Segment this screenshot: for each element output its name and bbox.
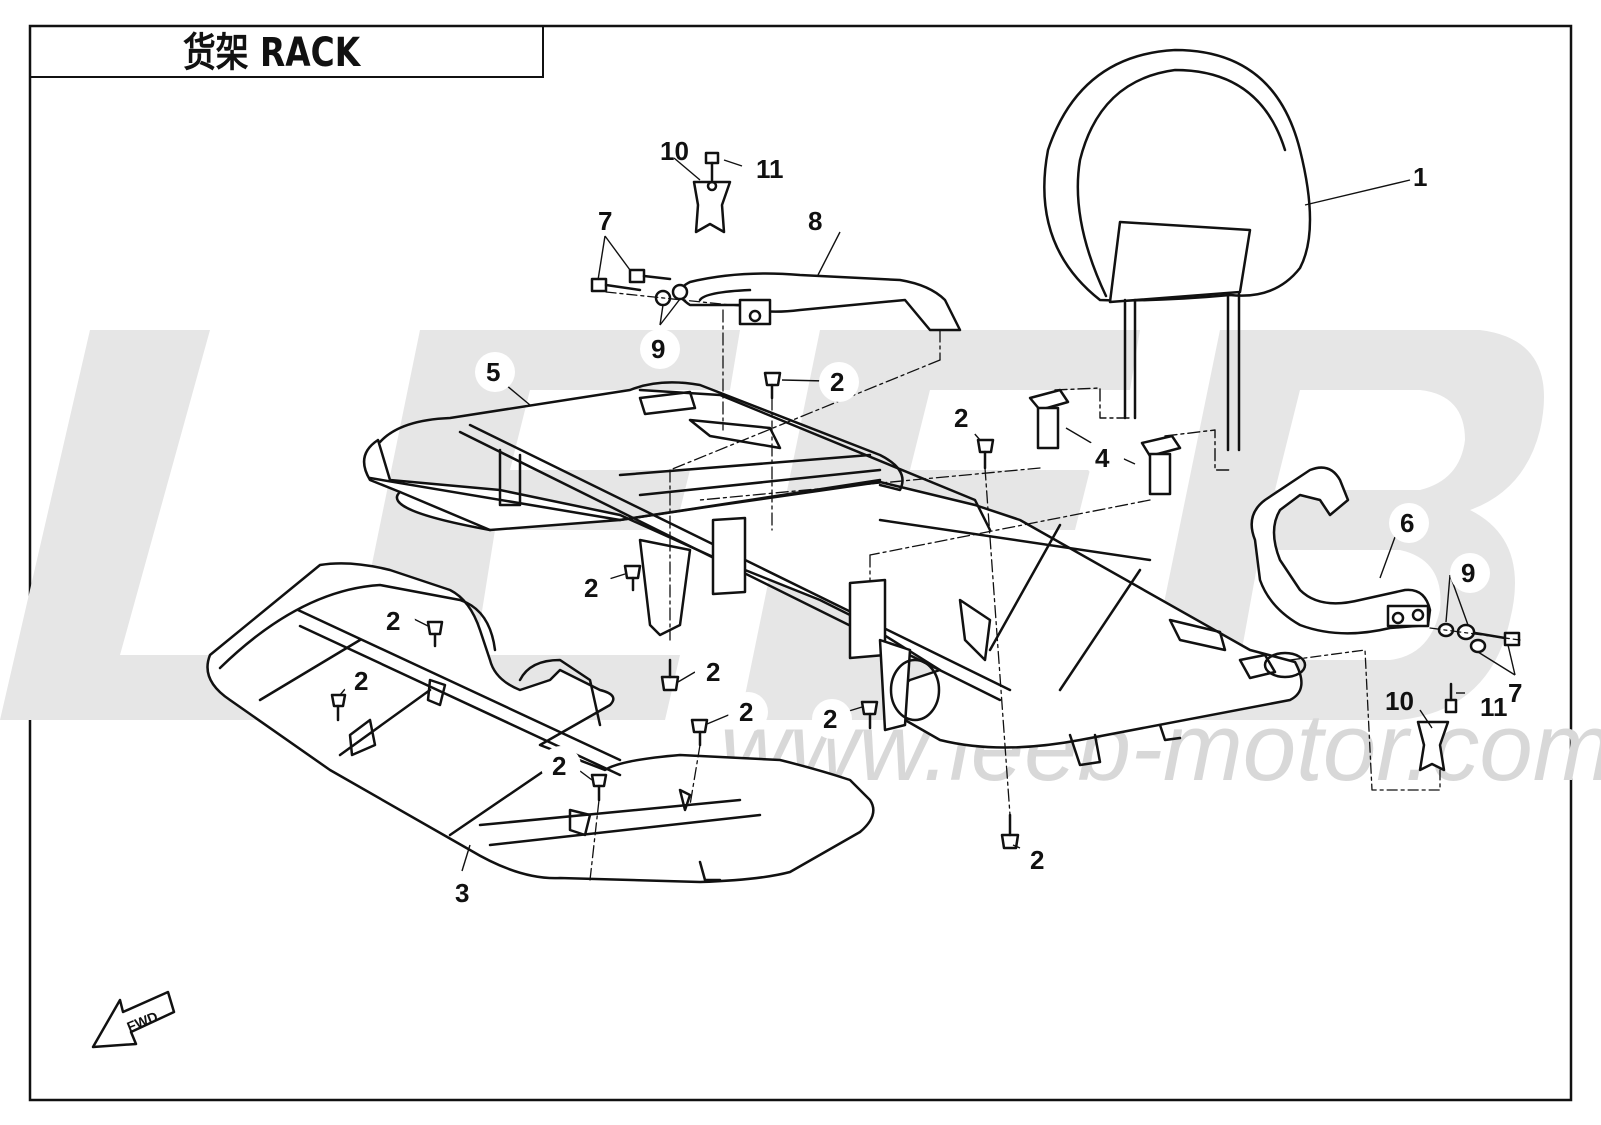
callout-2-c: 2 bbox=[584, 573, 598, 603]
callout-10-bottom: 10 bbox=[1385, 686, 1414, 716]
callout-2-j: 2 bbox=[1030, 845, 1044, 875]
callout-6: 6 bbox=[1400, 508, 1414, 538]
assembly-lines bbox=[589, 309, 1151, 881]
callout-4: 4 bbox=[1095, 443, 1110, 473]
callout-5: 5 bbox=[486, 357, 500, 387]
backrest-pad bbox=[1043, 48, 1312, 452]
callout-11-top: 11 bbox=[756, 154, 784, 184]
callout-labels: 1 2 2 2 2 2 2 2 2 2 2 3 4 5 6 7 7 8 9 9 … bbox=[354, 136, 1522, 908]
grommet-parts bbox=[1028, 387, 1233, 496]
callout-2-b: 2 bbox=[954, 403, 968, 433]
title-box bbox=[30, 26, 544, 78]
page-title: 货架 RACK bbox=[183, 20, 360, 78]
grab-handle-right bbox=[1250, 466, 1432, 635]
callout-3: 3 bbox=[455, 878, 469, 908]
parts-drawing bbox=[91, 48, 1521, 1049]
bolts-right bbox=[1429, 622, 1521, 654]
callout-8: 8 bbox=[808, 206, 822, 236]
callout-badges bbox=[343, 329, 1490, 880]
callout-9-right: 9 bbox=[1461, 558, 1475, 588]
callout-11-bottom: 11 bbox=[1480, 692, 1508, 722]
callout-10-top: 10 bbox=[660, 136, 689, 166]
title-english: RACK bbox=[260, 30, 361, 76]
callout-2-a: 2 bbox=[830, 367, 844, 397]
callout-2-g: 2 bbox=[739, 697, 753, 727]
main-rack bbox=[362, 381, 1307, 767]
callout-7-top: 7 bbox=[598, 206, 612, 236]
title-chinese: 货架 bbox=[183, 30, 249, 76]
callout-2-f: 2 bbox=[706, 657, 720, 687]
bolts-part-2 bbox=[330, 371, 1020, 850]
bolts-top bbox=[590, 268, 741, 307]
callout-2-d: 2 bbox=[386, 606, 400, 636]
callout-2-h: 2 bbox=[823, 704, 837, 734]
diagram-frame bbox=[28, 24, 1573, 1102]
callout-2-i: 2 bbox=[552, 751, 566, 781]
callout-2-e: 2 bbox=[354, 666, 368, 696]
callout-9-top: 9 bbox=[651, 334, 665, 364]
bracket-top bbox=[692, 151, 732, 234]
callout-1: 1 bbox=[1413, 162, 1427, 192]
bracket-bottom bbox=[1289, 649, 1458, 791]
fwd-arrow-icon bbox=[91, 990, 176, 1049]
grab-handle-left bbox=[678, 272, 962, 332]
callout-7-right: 7 bbox=[1508, 678, 1522, 708]
